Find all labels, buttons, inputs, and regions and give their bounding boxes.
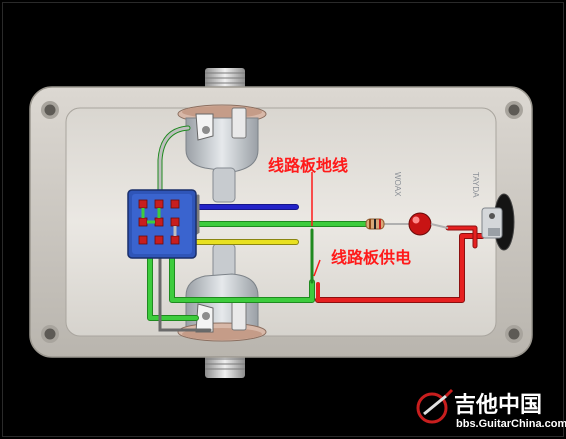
screw-hole-top-right [505, 101, 523, 119]
label-ground: 线路板地线 [268, 156, 348, 175]
dc-power-jack-icon [481, 193, 515, 251]
svg-text:TAYDA: TAYDA [471, 172, 480, 198]
input-jack-icon [177, 104, 267, 203]
embossed-marking: WOAX TAYDA [393, 172, 480, 198]
output-jack-icon [177, 243, 267, 342]
watermark-cn: 吉他中国 [454, 392, 542, 418]
guitarchina-logo-icon: 吉他中国 bbs.GuitarChina.com [416, 388, 566, 430]
svg-text:WOAX: WOAX [393, 172, 402, 197]
screw-hole-bottom-right [505, 325, 523, 343]
screw-hole-bottom-left [41, 325, 59, 343]
label-power: 线路板供电 [331, 248, 411, 267]
resistor-icon [365, 218, 410, 230]
led-icon [408, 212, 449, 236]
watermark-url: bbs.GuitarChina.com [456, 418, 566, 430]
wire-red-power [315, 225, 485, 303]
screw-hole-top-left [41, 101, 59, 119]
3pdt-footswitch-icon [127, 189, 197, 259]
power-leader-line [313, 259, 321, 277]
